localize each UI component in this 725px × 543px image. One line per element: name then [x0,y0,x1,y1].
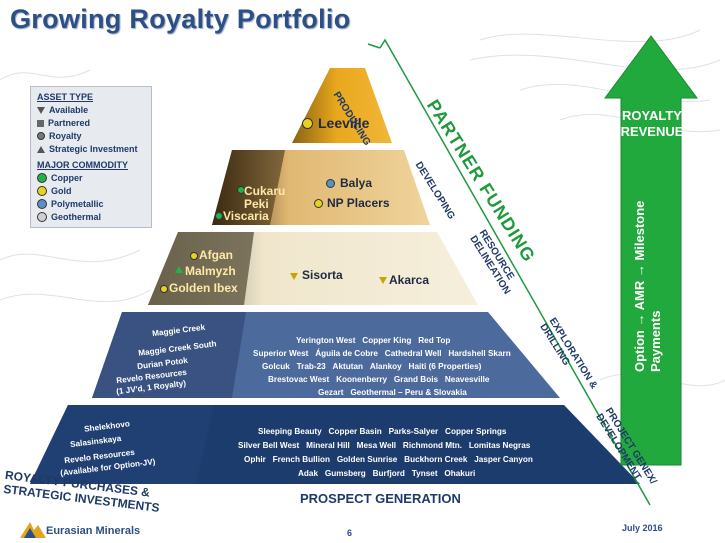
asset-hardshell-skarn: Hardshell Skarn [448,349,511,358]
asset-afgan: Afgan [199,248,233,262]
asset-silver-bell-west: Silver Bell West [238,441,300,450]
asset-sleeping-beauty: Sleeping Beauty [258,427,322,436]
gold-icon [302,118,313,129]
asset-copper-springs: Copper Springs [445,427,507,436]
asset-row: Gezart Geothermal – Peru & Slovakia [318,388,467,397]
asset-parks-salyer: Parks-Salyer [388,427,439,436]
asset-malmyzh: Malmyzh [185,264,236,278]
asset-ohakuri: Ohakuri [444,469,476,478]
asset-yerington-west: Yerington West [296,336,356,345]
asset-richmond-mtn: Richmond Mtn. [402,441,463,450]
gold-icon [314,199,323,208]
asset-row: Silver Bell West Mineral Hill Mesa Well … [238,441,530,450]
asset-viscaria: Viscaria [223,209,269,223]
legend: ASSET TYPE Available Partnered Royalty S… [30,86,152,228]
asset-adak: Adak [298,469,319,478]
asset-aguila-de-cobre: Águila de Cobre [315,349,378,358]
asset-gezart: Gezart [318,388,344,397]
copper-icon [237,186,245,194]
asset-burfjord: Burfjord [372,469,405,478]
available-icon [379,277,387,284]
strategic-investment-icon [175,266,183,273]
asset-grand-bois: Grand Bois [393,375,439,384]
asset-brestovac-west: Brestovac West [268,375,330,384]
asset-balya: Balya [340,176,373,190]
asset-koonenberry: Koonenberry [336,375,388,384]
asset-tynset: Tynset [411,469,438,478]
available-icon [290,273,298,280]
asset-jasper-canyon: Jasper Canyon [474,455,533,464]
asset-ophir: Ophir [244,455,266,464]
partner-funding-bracket [379,38,651,506]
asset-gumsberg: Gumsberg [324,469,366,478]
asset-geothermal-peru-slovakia: Geothermal – Peru & Slovakia [350,388,467,397]
asset-row: Sleeping Beauty Copper Basin Parks-Salye… [258,427,506,436]
asset-copper-king: Copper King [362,336,412,345]
asset-neavesville: Neavesville [444,375,490,384]
asset-row: Yerington West Copper King Red Top [296,336,450,345]
copper-icon [37,173,47,183]
royalty-revenue-label: ROYALTY REVENUE [620,108,684,139]
asset-alankoy: Alankoy [369,362,402,371]
asset-row: Ophir French Bullion Golden Sunrise Buck… [244,455,533,464]
asset-row: Brestovac West Koonenberry Grand Bois Ne… [268,375,490,384]
asset-golden-sunrise: Golden Sunrise [336,455,398,464]
legend-item: Strategic Investment [49,144,138,154]
royalty-icon [37,132,45,140]
asset-haiti: Haiti (6 Properties) [408,362,482,371]
gold-icon [190,252,198,260]
gold-icon [160,285,168,293]
asset-leeville: Leeville [318,115,370,131]
asset-np-placers: NP Placers [327,196,390,210]
legend-item: Polymetallic [51,199,104,209]
eurasian-minerals-logo-icon [20,522,46,538]
company-logo-text: Eurasian Minerals [46,525,141,537]
royalty-revenue-arrow [604,35,698,466]
polymetallic-icon [326,179,335,188]
geothermal-icon [37,212,47,222]
slide-date: July 2016 [622,523,663,533]
legend-item: Geothermal [51,212,102,222]
prospect-generation-label: PROSPECT GENERATION [300,491,461,506]
asset-aktutan: Aktutan [332,362,364,371]
legend-asset-type-heading: ASSET TYPE [37,92,94,102]
asset-row: Adak Gumsberg Burfjord Tynset Ohakuri [298,469,475,478]
asset-buckhorn-creek: Buckhorn Creek [404,455,468,464]
asset-trab-23: Trab-23 [296,362,326,371]
page-number: 6 [347,528,353,538]
asset-golcuk: Golcuk [262,362,290,371]
legend-item: Partnered [48,118,91,128]
legend-item: Gold [51,186,72,196]
partnered-icon [37,119,44,127]
polymetallic-icon [37,199,47,209]
legend-item: Available [49,105,89,115]
asset-cukaru-peki: Cukaru Peki [244,184,286,211]
asset-red-top: Red Top [418,336,451,345]
asset-row: Golcuk Trab-23 Aktutan Alankoy Haiti (6 … [262,362,481,371]
legend-major-commodity-heading: MAJOR COMMODITY [37,160,128,170]
page-title: Growing Royalty Portfolio [10,4,351,34]
asset-lomitas-negras: Lomitas Negras [468,441,531,450]
asset-superior-west: Superior West [253,349,309,358]
asset-french-bullion: French Bullion [272,455,330,464]
legend-item: Royalty [49,131,82,141]
option-amr-milestone-label: Option → AMR → Milestone Payments [632,200,663,372]
copper-icon [215,212,223,220]
asset-akarca: Akarca [389,273,430,287]
available-icon [37,106,45,114]
asset-copper-basin: Copper Basin [328,427,382,436]
gold-icon [37,186,47,196]
asset-row: Superior West Águila de Cobre Cathedral … [253,349,511,358]
asset-mesa-well: Mesa Well [356,441,397,450]
tier-producing [292,68,392,143]
asset-golden-ibex: Golden Ibex [169,281,238,295]
asset-sisorta: Sisorta [302,268,343,282]
strategic-investment-icon [37,145,45,153]
asset-cathedral-well: Cathedral Well [384,349,442,358]
legend-item: Copper [51,173,83,183]
asset-mineral-hill: Mineral Hill [306,441,350,450]
